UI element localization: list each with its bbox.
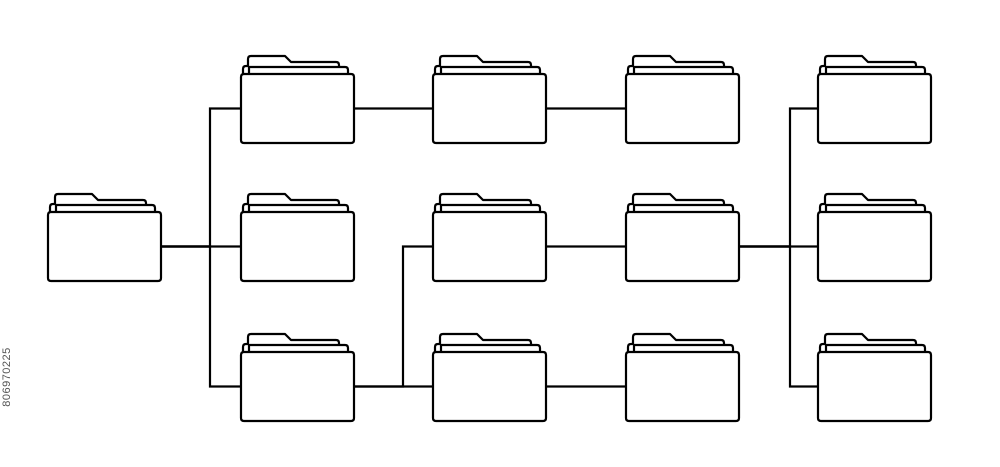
folder-front-l3-bot [624, 350, 741, 423]
folder-icon-l2-top [431, 54, 548, 145]
folder-icon-l3-bot [624, 332, 741, 423]
folder-front-l4-mid [816, 210, 933, 283]
folder-icon-l3-top [624, 54, 741, 145]
connector-l3-mid-to-l4-bot [739, 245, 818, 388]
connector-l1-bot-to-l2-mid [354, 245, 433, 388]
folder-icon-l1-bot [239, 332, 356, 423]
folder-icon-l4-mid [816, 192, 933, 283]
connector-l3-mid-to-l4-top [739, 107, 818, 248]
folder-front-l3-top [624, 72, 741, 145]
folder-icon-root [46, 192, 163, 283]
folder-front-l4-bot [816, 350, 933, 423]
folder-front-root [46, 210, 163, 283]
stock-id-text: 806970225 [1, 347, 13, 407]
folder-front-l2-mid [431, 210, 548, 283]
connector-lines [161, 107, 818, 388]
folder-icon-l2-mid [431, 192, 548, 283]
folder-icon-l4-bot [816, 332, 933, 423]
folder-front-l4-top [816, 72, 933, 145]
folder-icon-l1-mid [239, 192, 356, 283]
folder-front-l2-bot [431, 350, 548, 423]
folder-front-l1-mid [239, 210, 356, 283]
folder-front-l2-top [431, 72, 548, 145]
folder-icon-l4-top [816, 54, 933, 145]
folder-front-l3-mid [624, 210, 741, 283]
folder-icon-l2-bot [431, 332, 548, 423]
connector-root-to-l1-top [161, 107, 241, 248]
folder-nodes [46, 54, 933, 423]
folder-icon-l1-top [239, 54, 356, 145]
folder-front-l1-bot [239, 350, 356, 423]
connector-root-to-l1-bot [161, 245, 241, 388]
folder-front-l1-top [239, 72, 356, 145]
folder-icon-l3-mid [624, 192, 741, 283]
